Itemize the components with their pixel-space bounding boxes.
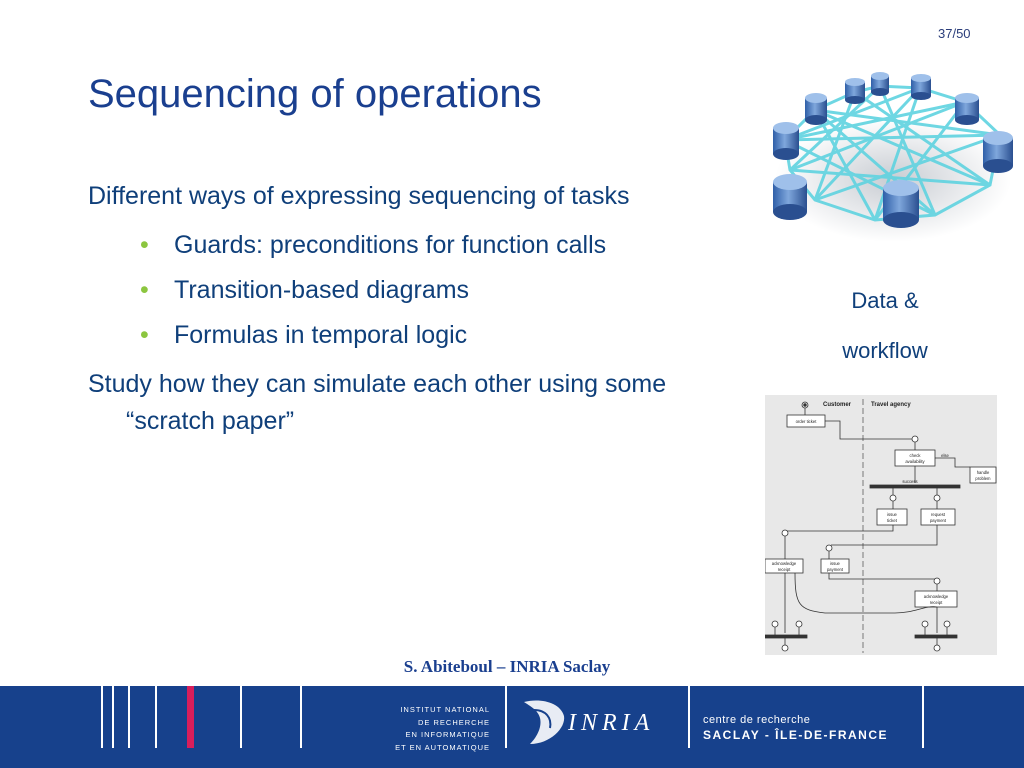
node-handle: handle — [977, 470, 990, 475]
bar-divider — [240, 686, 242, 748]
node-check: check — [910, 453, 922, 458]
node-availability: availability — [905, 459, 925, 464]
bottom-bar: INSTITUT NATIONAL DE RECHERCHE EN INFORM… — [0, 686, 1024, 768]
footer-author: S. Abiteboul – INRIA Saclay — [403, 657, 611, 676]
institute-text: INSTITUT NATIONAL DE RECHERCHE EN INFORM… — [388, 704, 490, 754]
bar-divider — [101, 686, 103, 748]
lane-customer: Customer — [823, 402, 852, 408]
bullet-dot-icon: • — [140, 276, 149, 304]
workflow-diagram: Customer Travel agency — [765, 395, 997, 655]
node-receipt-2: receipt — [930, 600, 943, 605]
node-payment: payment — [930, 518, 947, 523]
institute-line: DE RECHERCHE — [417, 717, 490, 727]
bar-divider — [128, 686, 130, 748]
node-ticket: ticket — [887, 518, 898, 523]
bullet-text: Guards: preconditions for function calls — [174, 231, 607, 259]
caption-data: Data & — [851, 288, 919, 313]
caption-workflow: workflow — [842, 338, 928, 363]
bullet-text: Formulas in temporal logic — [174, 321, 468, 349]
bullet-dot-icon: • — [140, 231, 149, 259]
node-order-ticket: order ticket — [796, 419, 818, 424]
bar-divider — [922, 686, 924, 748]
node-problem: problem — [975, 476, 991, 481]
bullet-item: • Formulas in temporal logic — [88, 317, 708, 354]
slide-title: Sequencing of operations — [88, 72, 542, 116]
database-network-image — [773, 72, 1013, 242]
institute-line: EN INFORMATIQUE — [405, 730, 490, 739]
bar-divider — [688, 686, 690, 748]
institute-line: ET EN AUTOMATIQUE — [395, 742, 490, 752]
node-request: request — [931, 512, 946, 517]
bullet-item: • Guards: preconditions for function call… — [88, 227, 708, 264]
label-success: success — [902, 479, 917, 484]
paragraph-sequencing: Different ways of expressing sequencing … — [88, 182, 630, 210]
bar-divider — [505, 686, 507, 748]
lane-agency: Travel agency — [871, 402, 911, 408]
inria-logo-text: INRIA — [567, 710, 654, 736]
institute-line: INSTITUT NATIONAL — [400, 705, 490, 714]
bar-accent — [187, 686, 194, 748]
bullet-item: • Transition-based diagrams — [88, 272, 708, 309]
slide-body: Different ways of expressing sequencing … — [88, 178, 708, 452]
bullet-list: • Guards: preconditions for function call… — [88, 227, 708, 354]
label-else: else — [941, 453, 949, 458]
inria-logo: INRIA — [524, 700, 654, 744]
bar-divider — [300, 686, 302, 748]
bar-divider — [155, 686, 157, 748]
node-issue-payment-2: payment — [827, 567, 844, 572]
saclay-text: SACLAY - ÎLE-DE-FRANCE — [703, 728, 889, 742]
node-acknowledge-2: acknowledge — [924, 594, 949, 599]
node-issue: issue — [887, 512, 897, 517]
page-number: 37/50 — [938, 26, 971, 41]
bar-divider — [112, 686, 114, 748]
bullet-text: Transition-based diagrams — [174, 276, 470, 304]
paragraph-simulate: Study how they can simulate each other u… — [88, 370, 667, 435]
node-receipt: receipt — [778, 567, 791, 572]
node-acknowledge: acknowledge — [772, 561, 797, 566]
centre-text: centre de recherche — [703, 714, 811, 726]
bullet-dot-icon: • — [140, 321, 149, 349]
node-issue-payment-1: issue — [830, 561, 840, 566]
